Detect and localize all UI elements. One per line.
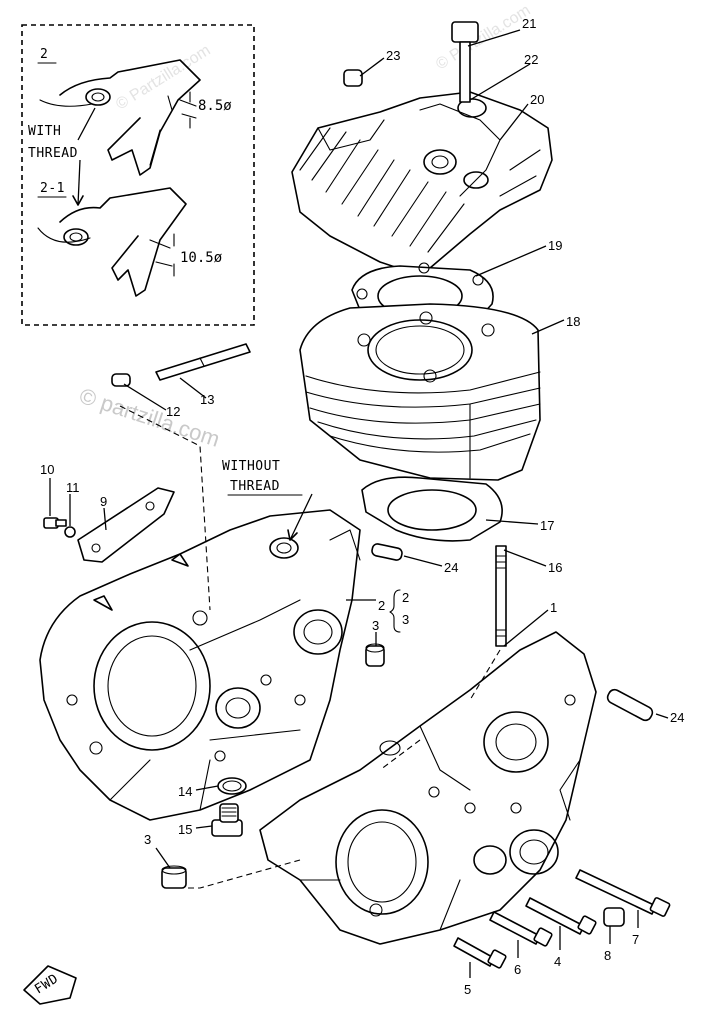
brace-sub-a: 2: [402, 590, 409, 605]
bolt-4: [525, 897, 597, 935]
without-thread-note: WITHOUT THREAD: [222, 459, 313, 541]
left-bearing-bore-icon: [93, 621, 211, 751]
inset-label-2-1: 2-1: [40, 181, 65, 196]
callout-19: 19: [548, 238, 562, 253]
pipe-13: [155, 343, 251, 381]
callout-24-upper: 24: [444, 560, 458, 575]
callout-24-right: 24: [670, 710, 684, 725]
without-thread-line2: THREAD: [230, 479, 280, 494]
collar-8: [603, 907, 625, 927]
callout-10: 10: [40, 462, 54, 477]
callout-11: 11: [66, 480, 80, 495]
brace-sub-b: 3: [402, 612, 409, 627]
collar-3-lower: [161, 865, 187, 889]
inset-detail: 2 WITH THREAD 2-1 8.5ø 10.5ø: [21, 24, 255, 326]
inset-dashed-frame: [21, 24, 255, 326]
without-thread-line1: WITHOUT: [222, 459, 280, 474]
bolt-6: [489, 911, 553, 947]
plug-cap-23: [343, 69, 363, 87]
callout-4: 4: [554, 954, 561, 969]
callout-2: 2: [378, 598, 385, 613]
direction-arrows: [93, 553, 189, 611]
callout-23: 23: [386, 48, 400, 63]
with-thread-line2: THREAD: [28, 146, 78, 161]
callout-17: 17: [540, 518, 554, 533]
right-bearing-bore-icon: [335, 809, 429, 915]
head-bolt-21: [451, 21, 479, 103]
fwd-arrow: FWD: [23, 965, 77, 1005]
callout-3-upper: 3: [372, 618, 379, 633]
dowel-12: [111, 373, 131, 387]
without-thread-hole-icon: [269, 537, 299, 559]
callout-21: 21: [522, 16, 536, 31]
cylinder-barrel-18: [299, 303, 541, 481]
bolt-5: [453, 937, 507, 969]
drain-plug-15: [211, 803, 243, 837]
callout-12: 12: [166, 404, 180, 419]
plain-hole-icon: [63, 228, 89, 246]
callout-8: 8: [604, 948, 611, 963]
bolt-7: [575, 869, 671, 917]
stud-bolt-16: [495, 545, 507, 647]
bolt-10: [43, 517, 67, 529]
base-gasket-17: [361, 476, 503, 542]
callout-6: 6: [514, 962, 521, 977]
threaded-hole-icon: [85, 88, 111, 106]
bracket-9: [77, 487, 175, 563]
left-crankcase-2: [39, 509, 361, 821]
washer-11: [64, 526, 76, 538]
callout-15: 15: [178, 822, 192, 837]
callout-18: 18: [566, 314, 580, 329]
sub-assembly-brace: 2 3: [389, 589, 409, 633]
callout-9: 9: [100, 494, 107, 509]
watermark-faint-top: © Partzilla.com: [433, 2, 533, 74]
collar-3-upper: [365, 643, 385, 667]
callout-16: 16: [548, 560, 562, 575]
callout-5: 5: [464, 982, 471, 997]
callout-13: 13: [200, 392, 214, 407]
callout-20: 20: [530, 92, 544, 107]
with-thread-line1: WITH: [28, 124, 61, 139]
inset-label-2: 2: [40, 47, 48, 62]
spark-plug-boss-icon: [423, 149, 457, 175]
dim-lower: 10.5ø: [180, 250, 223, 266]
callout-1: 1: [550, 600, 557, 615]
cylinder-head: [291, 91, 553, 273]
right-crankcase-1: [259, 631, 597, 945]
callout-22: 22: [524, 52, 538, 67]
callout-numbers: 21 22 20 23 19 18 17 16 13 12 10 11 9 24…: [40, 16, 684, 997]
dowel-24-upper: [371, 543, 403, 561]
leader-lines: [49, 29, 669, 978]
dim-upper: 8.5ø: [198, 98, 232, 114]
callout-14: 14: [178, 784, 192, 799]
callout-7: 7: [632, 932, 639, 947]
dowel-24-right: [606, 688, 654, 722]
callout-3-lower: 3: [144, 832, 151, 847]
